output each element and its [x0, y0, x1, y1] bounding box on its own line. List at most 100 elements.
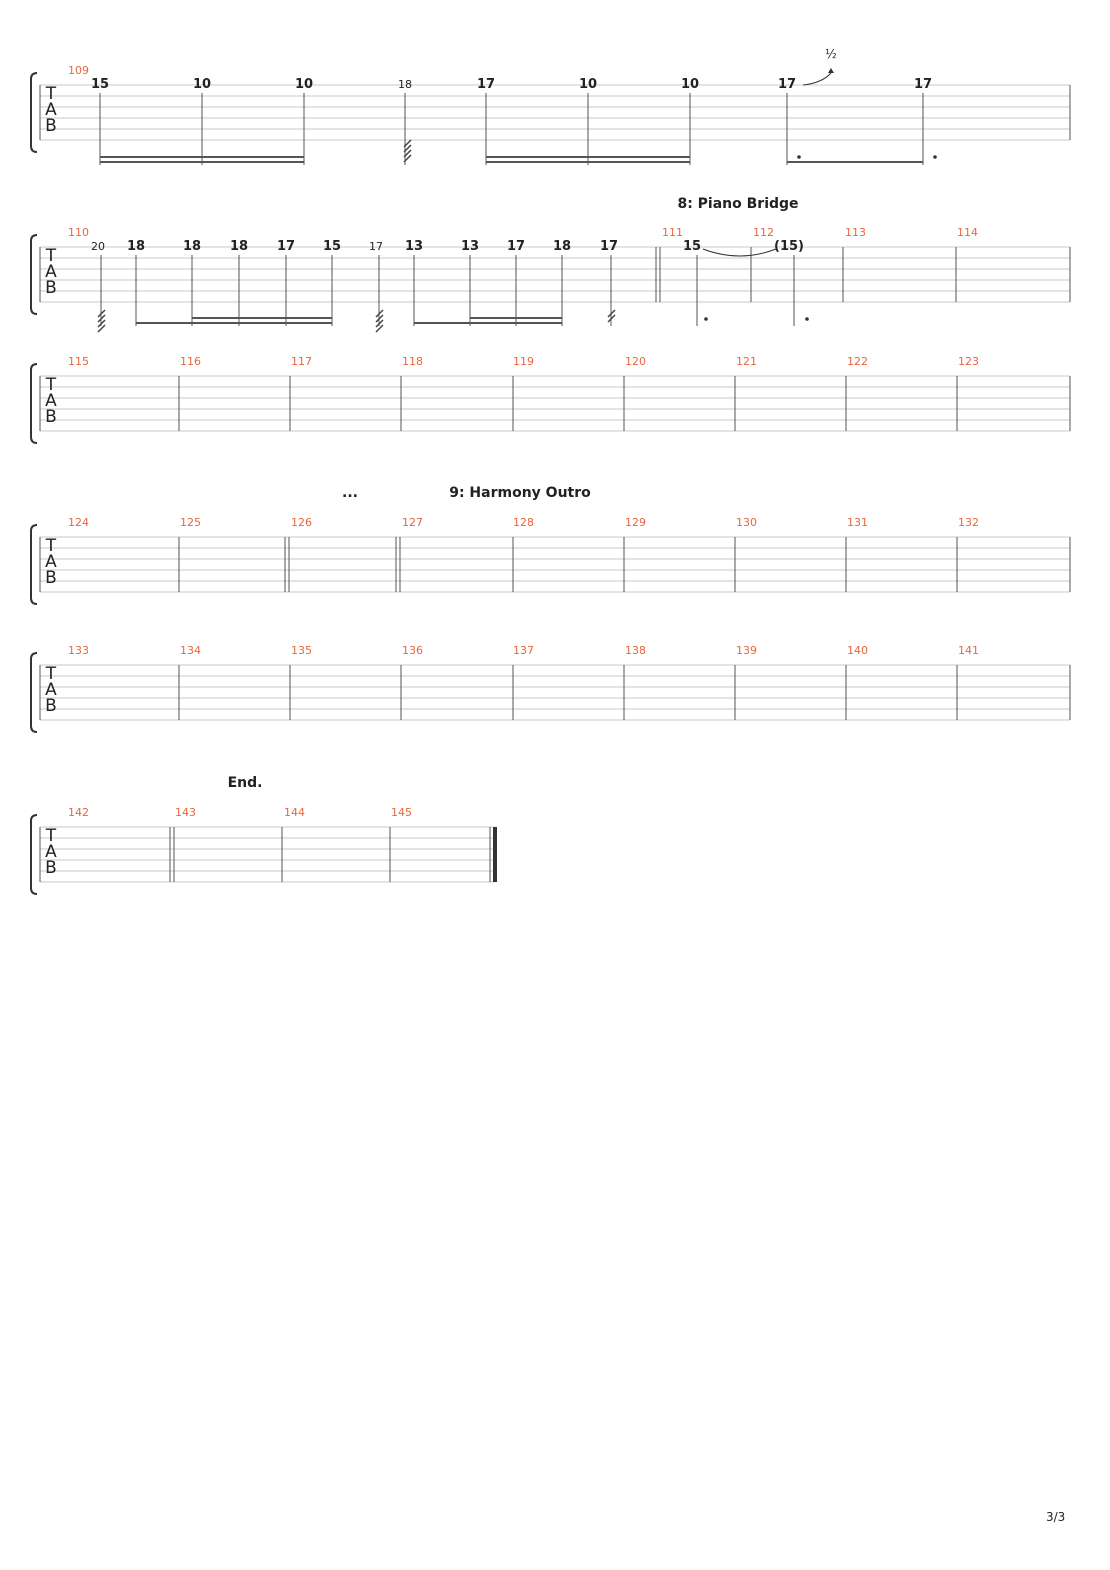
measure-number: 134 [180, 644, 201, 657]
tremolo-mark [375, 309, 384, 318]
measure-number: 121 [736, 355, 757, 368]
tab-clef-letter: B [45, 696, 57, 716]
fret-number: 17 [600, 239, 618, 254]
measure-number: 122 [847, 355, 868, 368]
fret-number: 17 [914, 77, 932, 92]
tremolo-mark [97, 309, 106, 318]
tremolo-mark [403, 139, 412, 148]
measure-number: 144 [284, 806, 305, 819]
dot [933, 155, 937, 159]
fret-number: 18 [127, 239, 145, 254]
tremolo-mark [97, 324, 106, 333]
tremolo-mark [97, 314, 106, 323]
tremolo-mark [375, 314, 384, 323]
measure-number: 138 [625, 644, 646, 657]
bend-label: ½ [825, 47, 837, 61]
tremolo-mark [607, 314, 616, 323]
fret-number: 15 [683, 239, 701, 254]
bend-arrow [828, 68, 834, 73]
tab-clef-letter: A [45, 842, 57, 862]
tab-clef-letter: B [45, 116, 57, 136]
fret-number: 17 [507, 239, 525, 254]
measure-number: 109 [68, 64, 89, 77]
section-annotation: End. [228, 775, 263, 791]
final-barline [493, 827, 497, 882]
measure-number: 119 [513, 355, 534, 368]
section-annotation: 8: Piano Bridge [677, 196, 798, 212]
system-bracket [30, 814, 38, 895]
fret-number: 10 [295, 77, 313, 92]
measure-number: 143 [175, 806, 196, 819]
system-bracket [30, 363, 38, 444]
note-beam [470, 317, 562, 319]
measure-number: 110 [68, 226, 89, 239]
fret-number: 15 [91, 77, 109, 92]
fret-number: 10 [579, 77, 597, 92]
tab-clef-letter: B [45, 568, 57, 588]
note-beam [192, 317, 332, 319]
measure-number: 142 [68, 806, 89, 819]
measure-number: 123 [958, 355, 979, 368]
measure-number: 114 [957, 226, 978, 239]
tab-clef-letter: T [45, 246, 57, 266]
dot [704, 317, 708, 321]
measure-number: 140 [847, 644, 868, 657]
tremolo-mark [403, 144, 412, 153]
fret-number: 13 [405, 239, 423, 254]
section-annotation: ... [342, 485, 358, 501]
measure-number: 125 [180, 516, 201, 529]
note-beam [100, 156, 304, 158]
note-beam [486, 156, 690, 158]
measure-number: 136 [402, 644, 423, 657]
dot [797, 155, 801, 159]
system-bracket [30, 72, 38, 153]
measure-number: 130 [736, 516, 757, 529]
note-beam [136, 322, 332, 324]
measure-number: 139 [736, 644, 757, 657]
tab-clef-letter: T [45, 536, 57, 556]
tab-clef-letter: T [45, 664, 57, 684]
page-number: 3/3 [1046, 1510, 1066, 1524]
fret-number: 20 [91, 240, 105, 253]
fret-number: 17 [477, 77, 495, 92]
fret-number: 17 [369, 240, 383, 253]
measure-number: 126 [291, 516, 312, 529]
tab-clef-letter: A [45, 262, 57, 282]
measure-number: 132 [958, 516, 979, 529]
tie-arc [702, 248, 777, 257]
fret-number: 18 [230, 239, 248, 254]
tremolo-mark [403, 149, 412, 158]
tremolo-mark [375, 319, 384, 328]
note-beam [486, 161, 690, 163]
tab-clef-letter: T [45, 375, 57, 395]
fret-number: 13 [461, 239, 479, 254]
system-bracket [30, 234, 38, 315]
tremolo-mark [403, 154, 412, 163]
measure-number: 131 [847, 516, 868, 529]
tab-clef-letter: A [45, 552, 57, 572]
fret-number: (15) [774, 239, 804, 254]
tremolo-mark [607, 309, 616, 318]
dot [805, 317, 809, 321]
measure-number: 135 [291, 644, 312, 657]
bend-curve [802, 72, 832, 86]
fret-number: 17 [778, 77, 796, 92]
measure-number: 112 [753, 226, 774, 239]
measure-number: 129 [625, 516, 646, 529]
note-beam [787, 161, 923, 163]
measure-number: 113 [845, 226, 866, 239]
fret-number: 18 [183, 239, 201, 254]
note-beam [414, 322, 562, 324]
fret-number: 18 [553, 239, 571, 254]
tab-clef-letter: B [45, 407, 57, 427]
tab-clef-letter: A [45, 680, 57, 700]
system-bracket [30, 652, 38, 733]
measure-number: 128 [513, 516, 534, 529]
tab-clef-letter: A [45, 100, 57, 120]
measure-number: 137 [513, 644, 534, 657]
measure-number: 133 [68, 644, 89, 657]
measure-number: 116 [180, 355, 201, 368]
tab-clef-letter: B [45, 278, 57, 298]
measure-number: 145 [391, 806, 412, 819]
